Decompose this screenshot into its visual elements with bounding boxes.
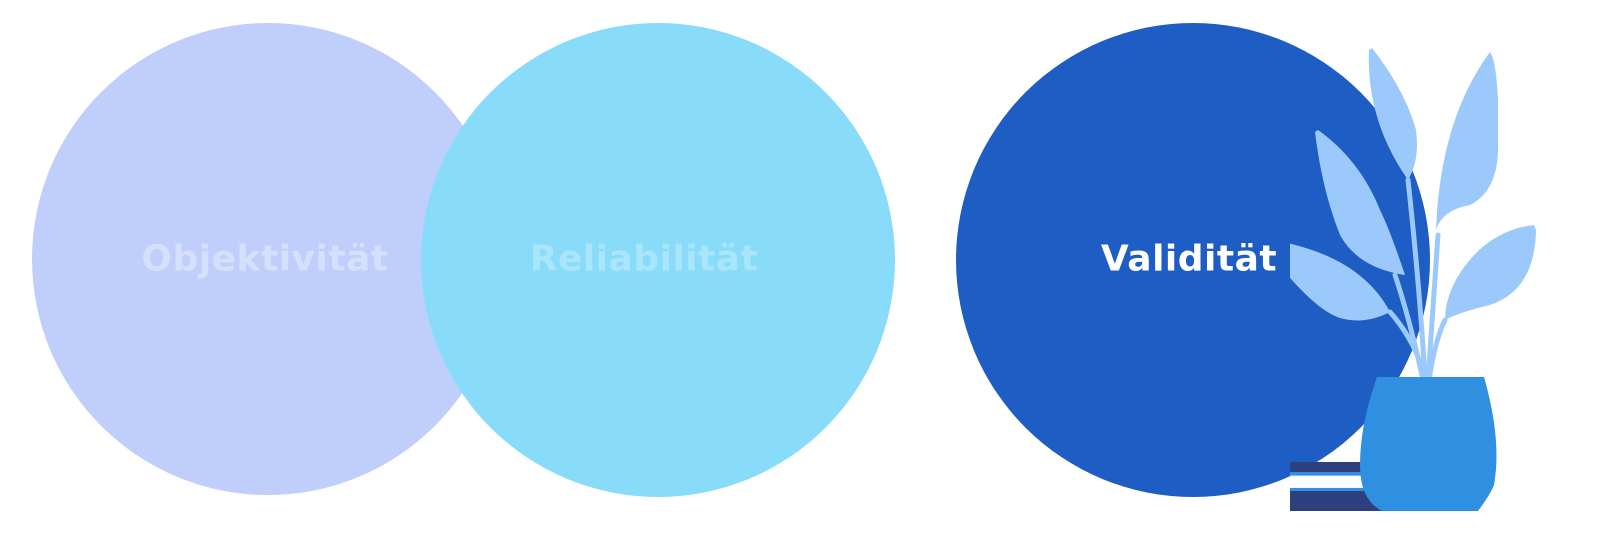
plant-leaves: [1290, 48, 1536, 321]
circle-validitaet: [956, 23, 1430, 497]
pot: [1360, 377, 1497, 511]
book-top-page: [1290, 472, 1390, 476]
label-objektivitaet: Objektivität: [141, 238, 389, 280]
leaf-top-left: [1368, 48, 1417, 180]
leaf-middle-left: [1315, 130, 1405, 275]
plant-pot-books-illustration: [1290, 48, 1536, 511]
leaf-top-right: [1436, 52, 1499, 230]
leaf-lower-left: [1290, 243, 1390, 321]
label-reliabilitaet: Reliabilität: [529, 238, 759, 280]
book-middle-edge: [1290, 488, 1392, 491]
plant-stems: [1387, 177, 1448, 383]
label-validitaet: Validität: [1100, 238, 1278, 280]
circle-reliabilitaet: [421, 23, 895, 497]
leaf-middle-right: [1445, 225, 1536, 320]
